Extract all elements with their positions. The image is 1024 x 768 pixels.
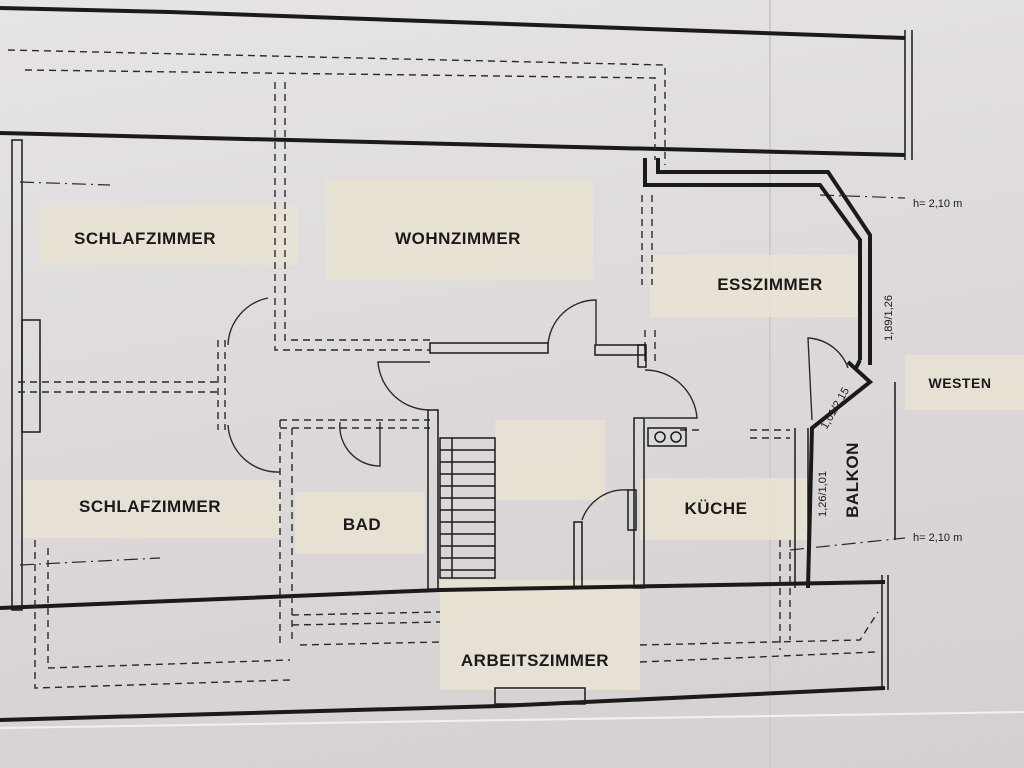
window-dimension-esszimmer: 1,89/1,26 (883, 295, 895, 341)
room-label-schlafzimmer-top: SCHLAFZIMMER (74, 229, 216, 248)
room-label-bad: BAD (343, 515, 381, 534)
height-annotation-top: h= 2,10 m (913, 198, 962, 210)
paper-fold-horizontal (0, 711, 1024, 729)
door-dimension-balkon: 1,01/2,15 (819, 386, 852, 432)
door-swings (227, 297, 849, 521)
dashed-outlines (7, 49, 879, 689)
room-label-kueche: KÜCHE (685, 499, 748, 518)
room-label-arbeitszimmer: ARBEITSZIMMER (461, 651, 609, 670)
height-annotation-bottom: h= 2,10 m (913, 532, 962, 544)
kitchen-stove (647, 427, 687, 447)
room-label-westen: WESTEN (929, 375, 992, 391)
outer-walls (0, 6, 913, 722)
room-label-balkon: BALKON (843, 442, 862, 518)
inner-walls (427, 158, 896, 591)
room-label-wohnzimmer: WOHNZIMMER (395, 229, 521, 248)
room-label-esszimmer: ESSZIMMER (717, 275, 823, 294)
tape-strips (20, 180, 1024, 690)
room-label-schlafzimmer-bottom: SCHLAFZIMMER (79, 497, 221, 516)
staircase (439, 437, 496, 579)
window-dimension-balkon: 1,26/1,01 (817, 471, 829, 517)
